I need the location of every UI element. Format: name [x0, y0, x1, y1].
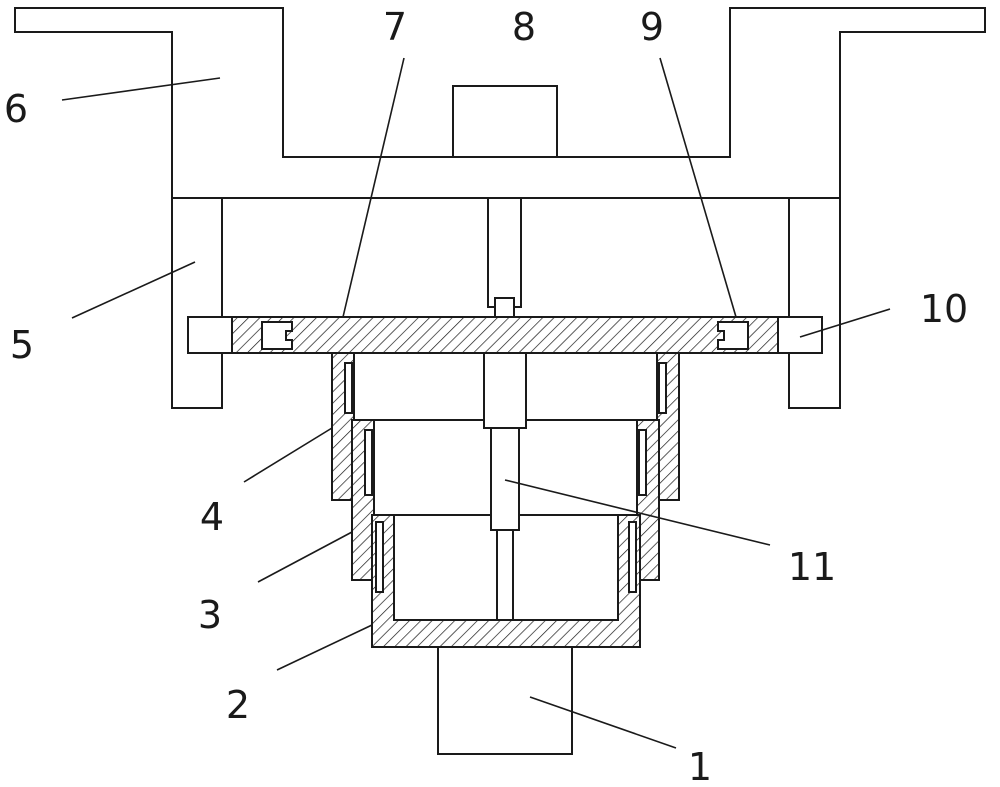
- middle-slot-r1: [638, 429, 647, 496]
- leader-6: [61, 77, 221, 101]
- label-8: 8: [512, 5, 536, 49]
- leader-3: [257, 531, 353, 583]
- leader-7: [342, 57, 405, 318]
- top-block: [452, 85, 558, 158]
- label-4: 4: [200, 495, 224, 539]
- outer-slot-l1: [344, 362, 353, 414]
- label-6: 6: [4, 87, 28, 131]
- label-2: 2: [226, 683, 250, 727]
- bottom-block: [437, 646, 573, 755]
- rod-tip: [494, 297, 515, 318]
- leader-11: [504, 479, 771, 546]
- top-frame: [14, 7, 986, 199]
- label-7: 7: [383, 5, 407, 49]
- label-9: 9: [640, 5, 664, 49]
- leader-1: [529, 696, 677, 749]
- leader-9: [659, 57, 737, 318]
- leader-5: [71, 261, 196, 319]
- middle-slot-l1: [364, 429, 373, 496]
- left-post: [171, 197, 223, 409]
- central-rod-mid: [490, 427, 520, 531]
- inner-slot-l: [375, 521, 384, 593]
- right-slider: [717, 321, 749, 350]
- left-end-block: [187, 316, 233, 354]
- right-post: [788, 197, 841, 409]
- central-rod-low: [496, 529, 514, 621]
- outer-slot-r1: [658, 362, 667, 414]
- inner-slot-r: [628, 521, 637, 593]
- leader-2: [276, 624, 373, 671]
- label-1: 1: [688, 745, 712, 787]
- hatched-plate: [231, 316, 779, 354]
- central-cylinder: [483, 352, 527, 429]
- leader-4: [243, 427, 333, 483]
- label-11: 11: [788, 545, 836, 589]
- right-end-block: [777, 316, 823, 354]
- label-5: 5: [10, 323, 34, 367]
- label-10: 10: [920, 287, 968, 331]
- left-slider: [261, 321, 293, 350]
- upper-rod: [487, 197, 522, 308]
- label-3: 3: [198, 593, 222, 637]
- leader-10: [799, 308, 891, 338]
